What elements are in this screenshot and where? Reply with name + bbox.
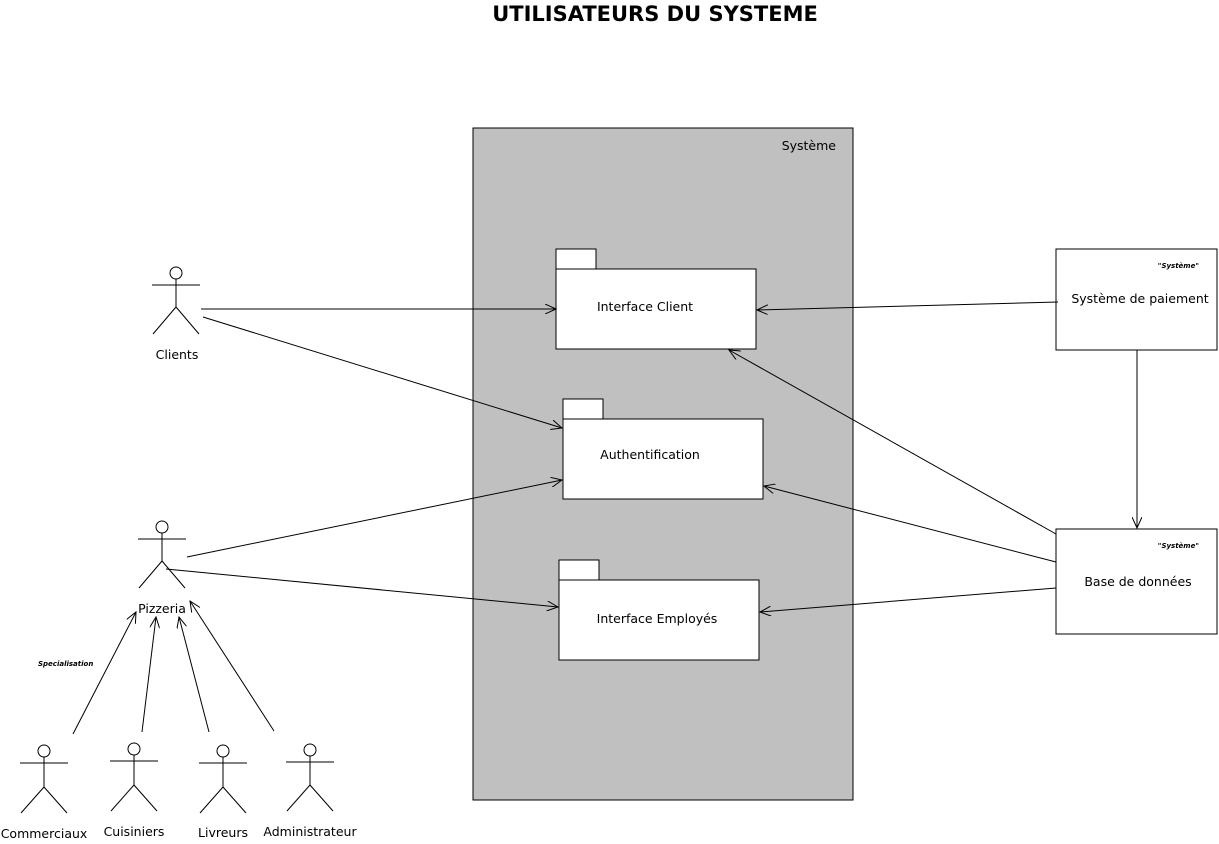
arrow-administrateur-to-pizzeria <box>190 601 275 732</box>
arrow-base-donnees-to-authentification <box>764 486 1057 563</box>
arrow-pizzeria-to-interface-employes <box>165 568 558 607</box>
external-system-base-donnees: "Système" Base de données <box>1055 528 1218 635</box>
arrow-pizzeria-to-authentification <box>186 480 562 558</box>
arrow-base-donnees-to-interface-client <box>729 350 1057 535</box>
package-authentification: Authentification <box>562 398 764 500</box>
actor-cuisiniers-label: Cuisiniers <box>104 824 165 839</box>
base-donnees-label: Base de données <box>1084 574 1191 589</box>
arrow-cuisiniers-to-pizzeria <box>141 617 156 733</box>
actor-administrateur: Administrateur <box>263 743 357 839</box>
base-donnees-stereotype: "Système" <box>1158 542 1199 550</box>
actor-livreurs-label: Livreurs <box>198 825 248 840</box>
actor-pizzeria-label: Pizzeria <box>138 601 186 616</box>
arrow-commerciaux-to-pizzeria <box>72 612 136 735</box>
arrow-base-donnees-to-interface-employes <box>760 587 1057 612</box>
package-interface-employes: Interface Employés <box>558 559 760 661</box>
arrow-paiement-to-interface-client <box>757 301 1059 310</box>
actor-administrateur-label: Administrateur <box>263 824 357 839</box>
external-system-paiement: "Système" Système de paiement <box>1055 248 1218 351</box>
actor-cuisiniers: Cuisiniers <box>104 742 165 839</box>
connectors <box>72 301 1137 735</box>
system-label: Système <box>782 138 837 153</box>
actor-commerciaux-label: Commerciaux <box>1 826 88 841</box>
diagram-title: UTILISATEURS DU SYSTEME <box>492 2 818 26</box>
paiement-stereotype: "Système" <box>1158 262 1199 270</box>
package-authentification-label: Authentification <box>600 447 700 462</box>
actor-clients-label: Clients <box>156 347 199 362</box>
package-interface-employes-label: Interface Employés <box>597 611 718 626</box>
package-interface-client-label: Interface Client <box>597 299 693 314</box>
actor-clients: Clients <box>152 266 200 362</box>
arrow-livreurs-to-pizzeria <box>179 617 210 733</box>
actor-pizzeria: Pizzeria <box>138 520 186 616</box>
actor-commerciaux: Commerciaux <box>1 744 88 841</box>
arrow-clients-to-authentification <box>202 316 562 428</box>
paiement-label: Système de paiement <box>1071 291 1208 306</box>
actor-livreurs: Livreurs <box>198 744 248 840</box>
specialisation-label: Specialisation <box>38 660 93 668</box>
